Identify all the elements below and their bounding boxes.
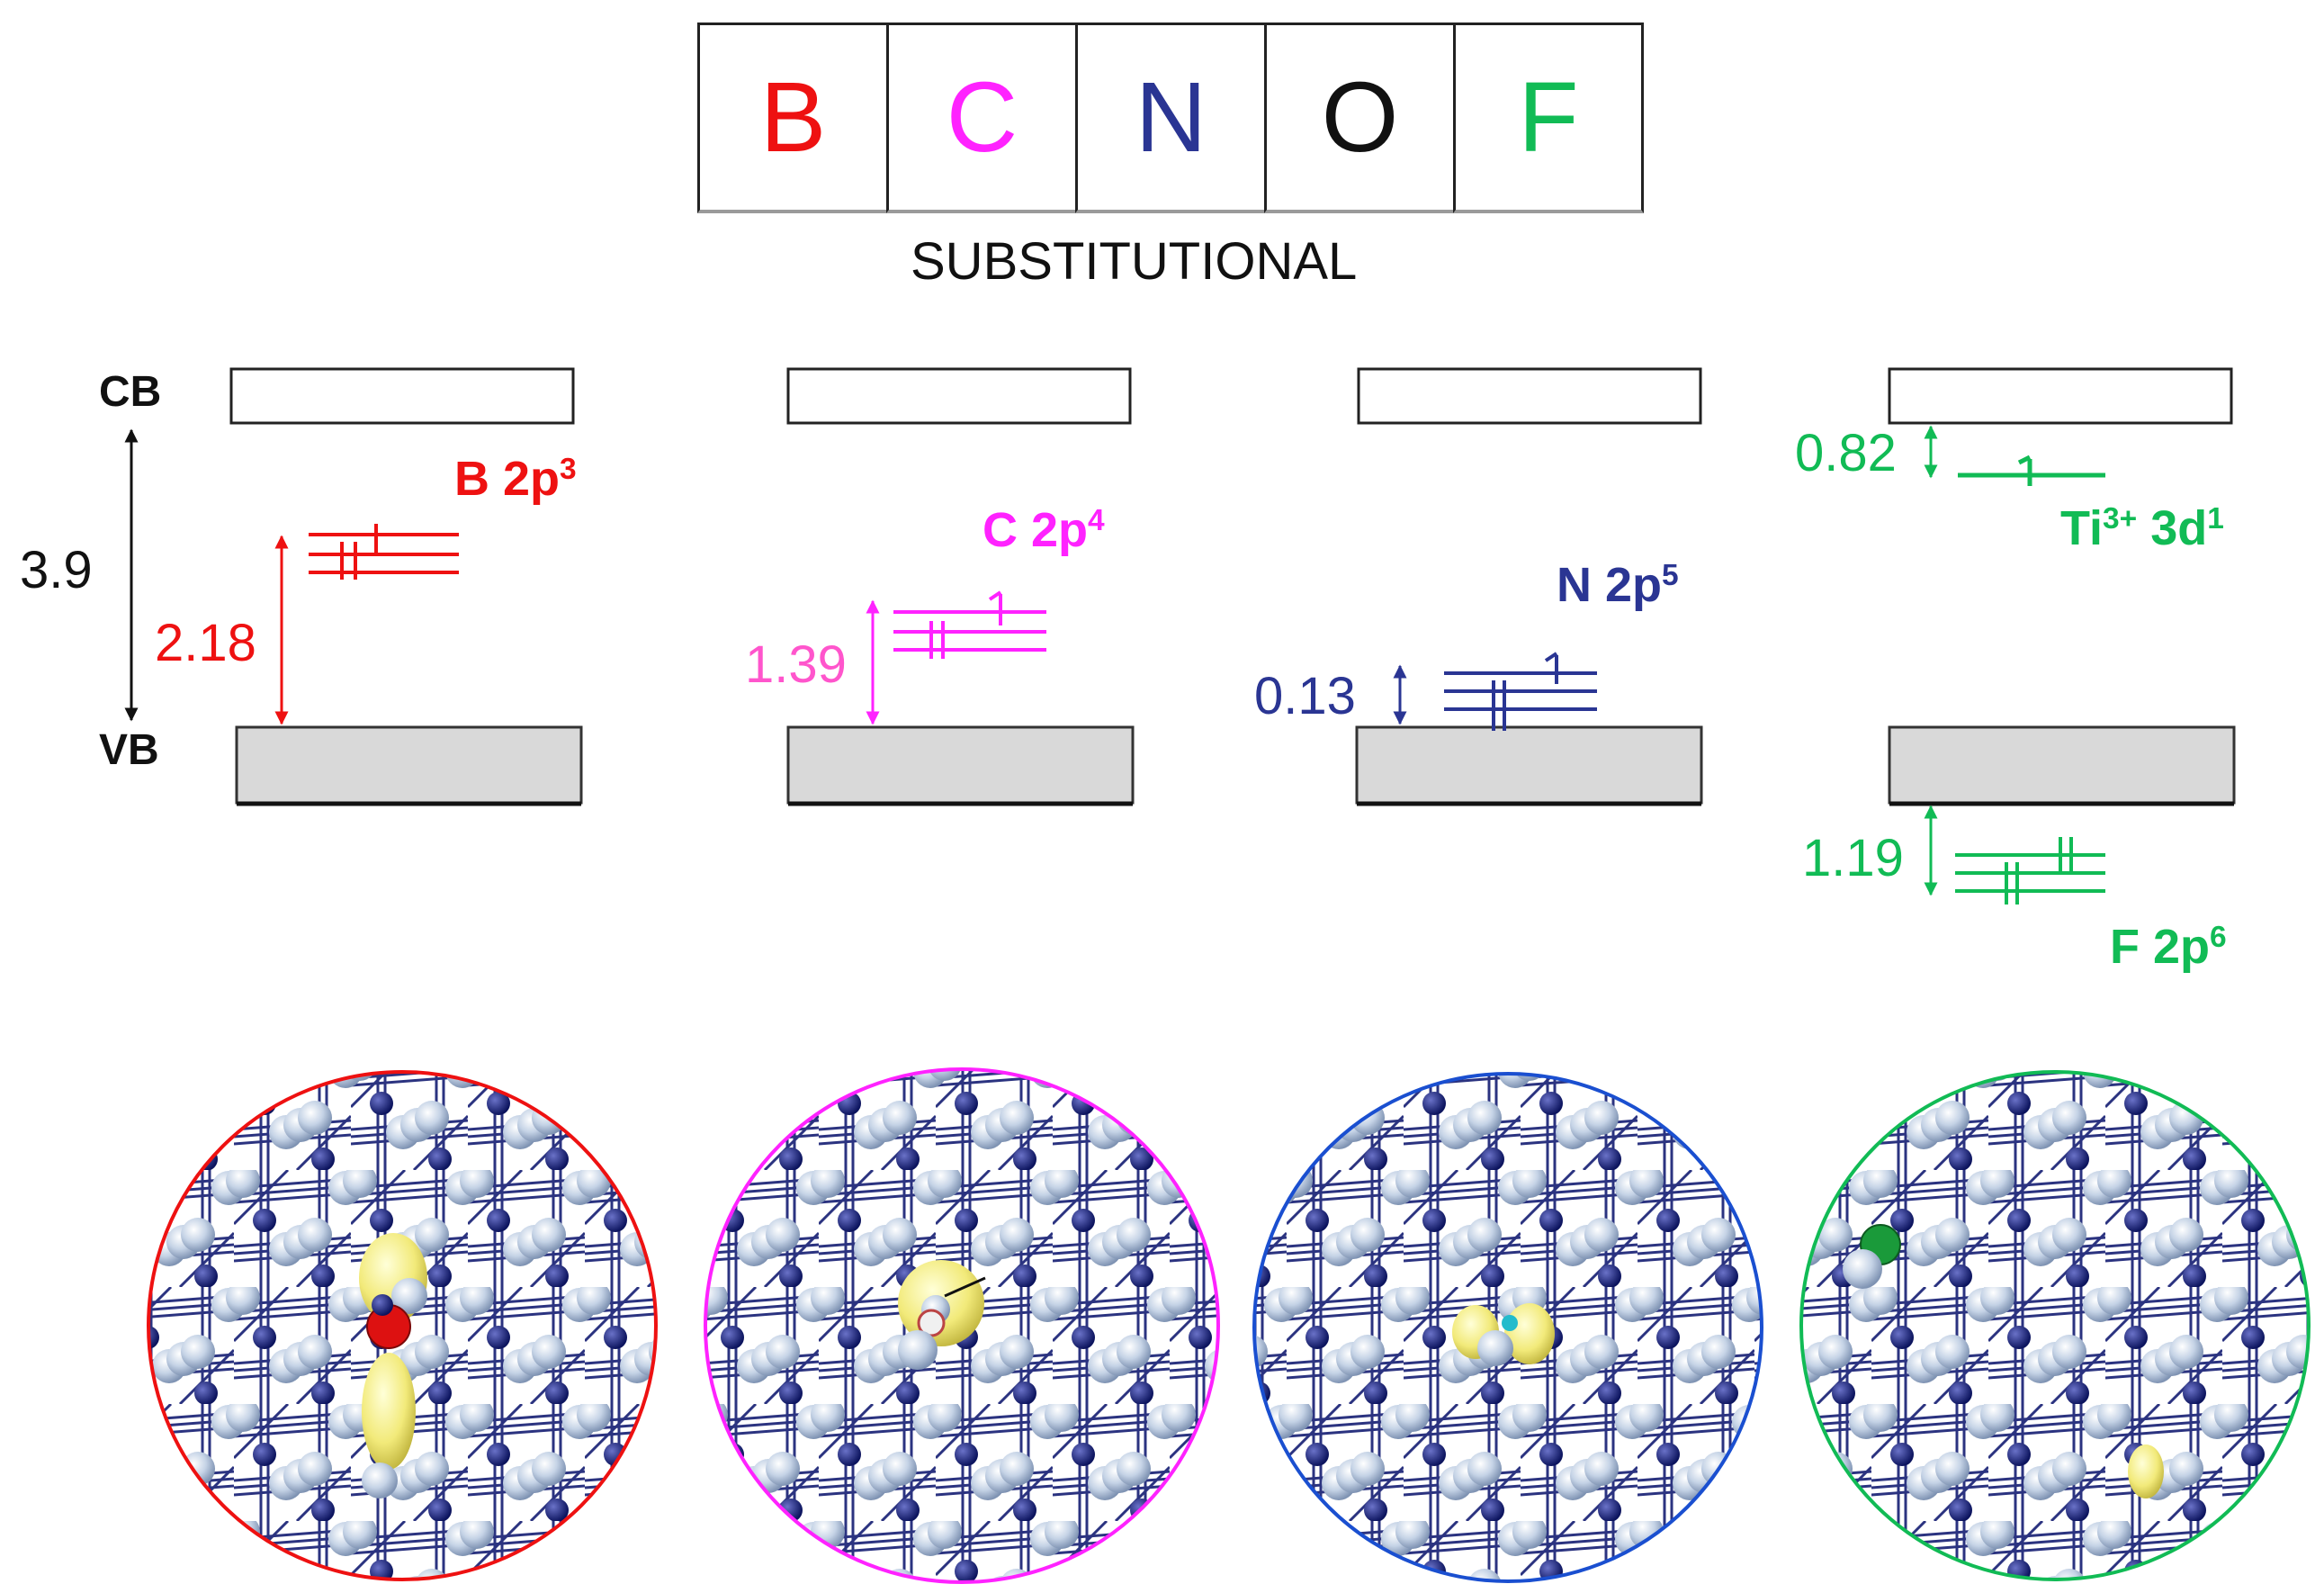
level-f-label: F 2p6	[2110, 922, 2227, 971]
level-ti3-main: Ti	[2060, 501, 2104, 555]
orbital-lobe-b-lower	[362, 1353, 416, 1470]
vb-label: VB	[99, 726, 159, 774]
tile-f-label: F	[1518, 62, 1579, 173]
level-ti3-sup2: 1	[2207, 501, 2224, 536]
level-f-main: F 2p	[2110, 920, 2211, 974]
gap-3.9-label: 3.9	[20, 541, 93, 599]
tile-f: F	[1453, 22, 1644, 213]
gap-c-label: 1.39	[745, 635, 847, 694]
lattice-circle-f	[1799, 1070, 2311, 1581]
level-c-label: C 2p4	[983, 503, 1105, 557]
cb-band-c	[786, 367, 1132, 425]
cb-band-b	[229, 367, 575, 425]
defect-level-ti3	[1958, 454, 2105, 486]
defect-levels-c	[893, 590, 1046, 659]
gap-b-label: 2.18	[155, 614, 256, 672]
lattice-circle-n	[1252, 1072, 1763, 1583]
tile-c-label: C	[946, 62, 1018, 173]
level-ti3-tail: 3d	[2137, 501, 2208, 555]
defect-levels-n	[1444, 652, 1597, 731]
tile-o-label: O	[1321, 62, 1399, 173]
tile-o: O	[1264, 22, 1453, 213]
level-c-main: C 2p	[983, 503, 1089, 557]
level-b-main: B 2p	[454, 452, 561, 506]
tile-n-label: N	[1135, 62, 1207, 173]
level-b-sup: 3	[560, 452, 577, 486]
defect-levels-f	[1955, 837, 2105, 904]
level-ti3-label: Ti3+ 3d1	[2060, 501, 2224, 555]
substitutional-caption: SUBSTITUTIONAL	[911, 232, 1358, 291]
level-n-sup: 5	[1662, 558, 1679, 592]
lattice-circle-b	[147, 1070, 658, 1581]
lattice-circle-c	[704, 1067, 1220, 1584]
cb-label: CB	[99, 368, 162, 416]
cb-band-n	[1357, 367, 1702, 425]
level-f-sup: 6	[2210, 920, 2227, 954]
orbital-lobe-n-right	[1504, 1303, 1555, 1364]
tile-b-label: B	[759, 62, 827, 173]
level-ti3-sup: 3+	[2103, 501, 2138, 536]
gap-n-label: 0.13	[1254, 667, 1356, 725]
level-b-label: B 2p3	[454, 454, 577, 503]
gap-f-lower-label: 1.19	[1802, 829, 1904, 887]
level-c-sup: 4	[1088, 503, 1105, 537]
level-n-main: N 2p	[1557, 558, 1663, 612]
tile-n: N	[1075, 22, 1264, 213]
defect-levels-b	[309, 524, 459, 580]
dopant-atom-n	[1502, 1315, 1518, 1331]
gap-f-upper-label: 0.82	[1795, 424, 1897, 482]
cb-band-f	[1888, 367, 2233, 425]
level-n-label: N 2p5	[1557, 558, 1679, 612]
tile-c: C	[886, 22, 1075, 213]
tile-b: B	[697, 22, 886, 213]
orbital-lobe-f	[2128, 1444, 2164, 1498]
vb-bands	[235, 725, 2236, 806]
